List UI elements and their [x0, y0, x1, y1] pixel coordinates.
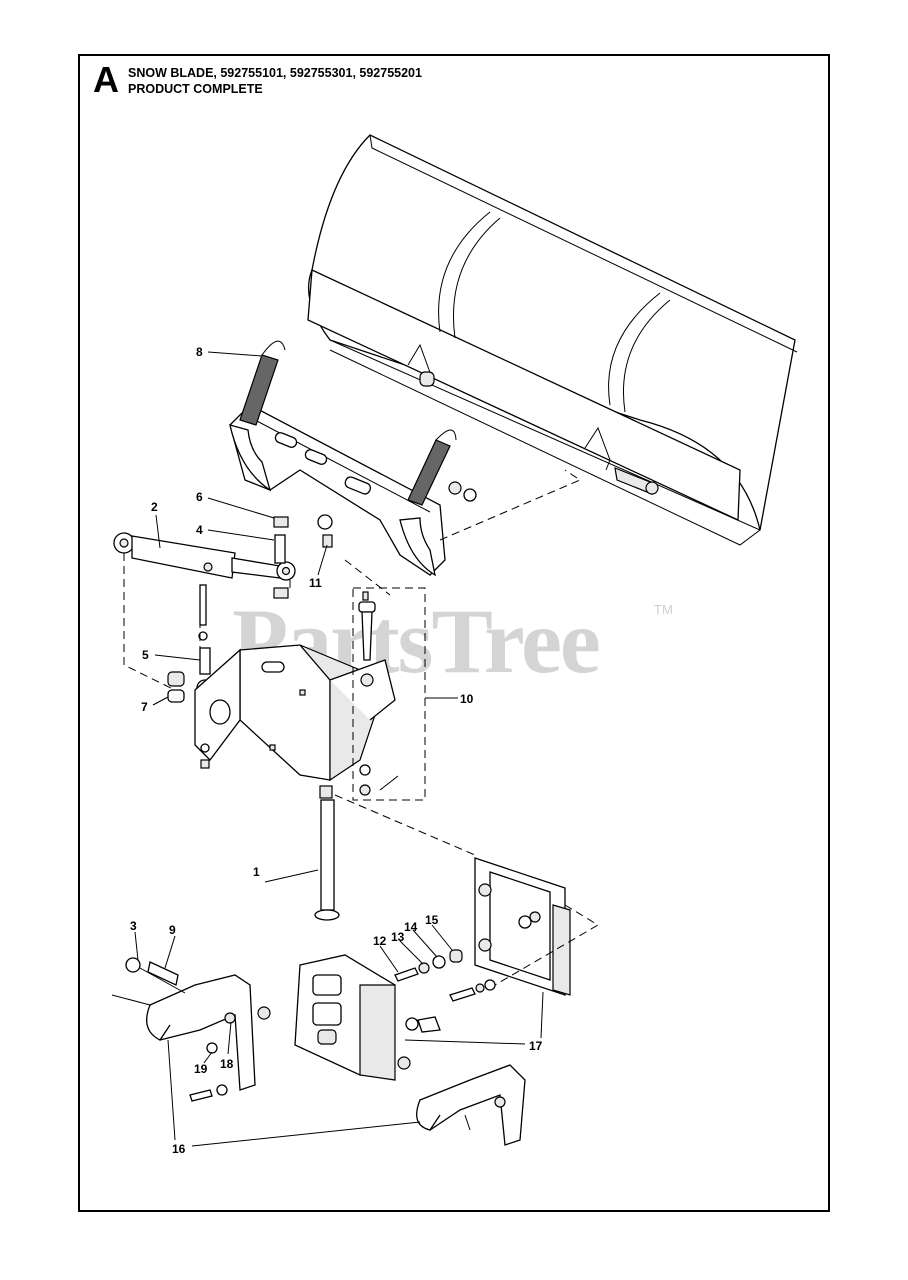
hitch-plate [294, 954, 411, 1081]
callout-12: 12 [373, 934, 387, 948]
left-bracket [111, 957, 271, 1102]
pivot-mount-plate [167, 584, 396, 782]
callout-17: 17 [529, 1039, 543, 1053]
hardware-stack [394, 949, 496, 1033]
callout-15: 15 [425, 913, 439, 927]
a-frame-assembly [229, 340, 477, 577]
callout-19: 19 [194, 1062, 208, 1076]
callout-5: 5 [142, 648, 149, 662]
callout-13: 13 [391, 930, 405, 944]
callout-9: 9 [169, 923, 176, 937]
diagram-subtitle: PRODUCT COMPLETE [128, 82, 263, 96]
callout-2: 2 [151, 500, 158, 514]
callout-18: 18 [220, 1057, 234, 1071]
callout-16: 16 [172, 1142, 186, 1156]
assembly-guide-lines [123, 469, 599, 986]
mounting-frame [474, 857, 571, 996]
callout-10: 10 [460, 692, 474, 706]
diagram-frame [78, 54, 830, 1212]
vertical-post [314, 785, 340, 921]
hydraulic-cylinder [113, 516, 296, 599]
section-letter: A [93, 59, 119, 100]
part-callouts: 1 2 3 4 5 6 7 8 9 10 11 12 13 14 15 16 [130, 345, 544, 1156]
diagram-title: SNOW BLADE, 592755101, 592755301, 592755… [128, 66, 422, 80]
right-bracket [416, 1064, 526, 1146]
watermark-trademark: TM [654, 602, 673, 617]
callout-8: 8 [196, 345, 203, 359]
callout-1: 1 [253, 865, 260, 879]
callout-4: 4 [196, 523, 203, 537]
callout-6: 6 [196, 490, 203, 504]
callout-14: 14 [404, 920, 418, 934]
callout-3: 3 [130, 919, 137, 933]
callout-11: 11 [309, 576, 322, 590]
snow-blade-moldboard [307, 134, 798, 546]
pin-kit-group [352, 587, 426, 801]
callout-7: 7 [141, 700, 148, 714]
